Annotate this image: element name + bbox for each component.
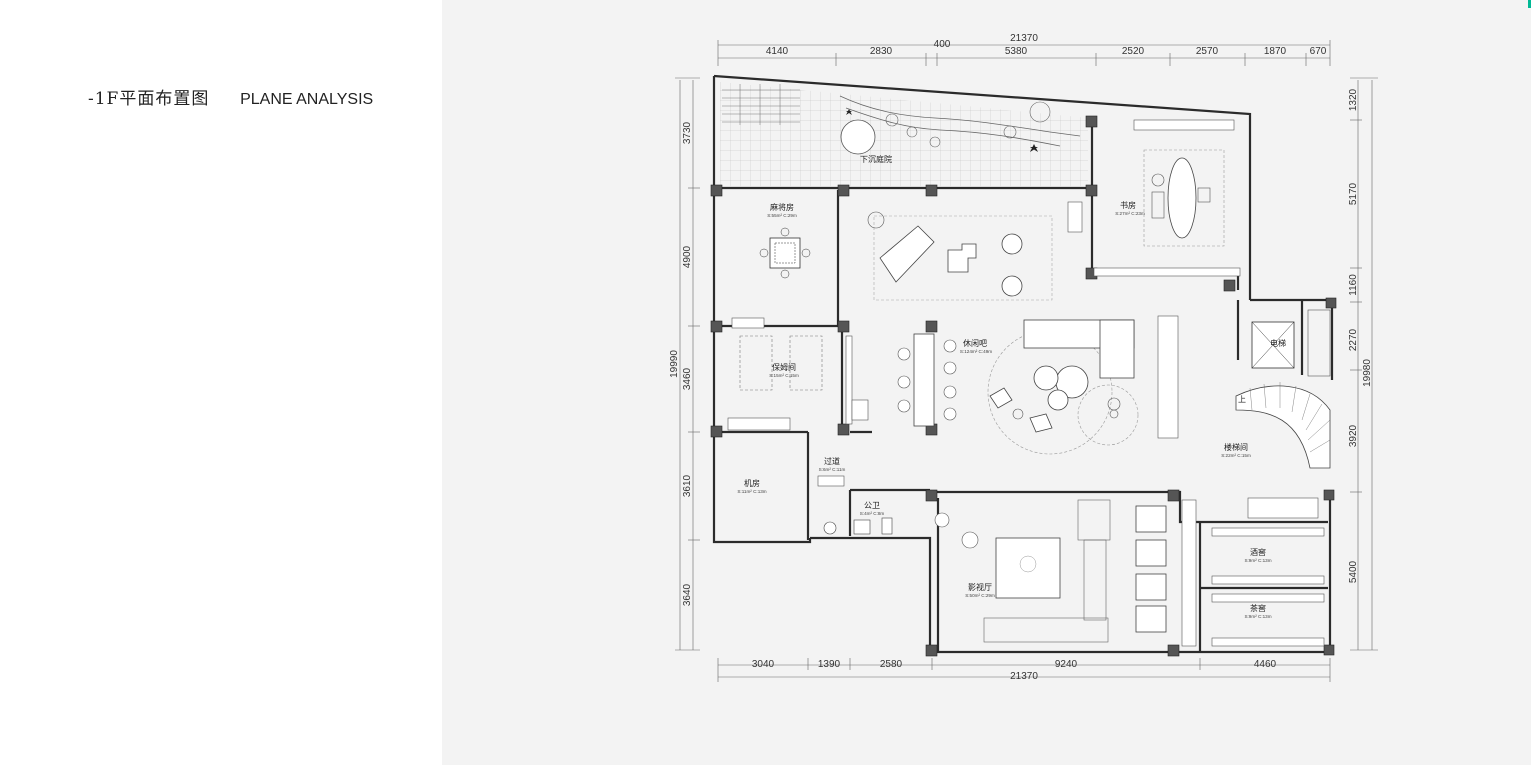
dim-bottom: 3040	[752, 659, 775, 670]
dim-bottom: 1390	[818, 659, 841, 670]
dim-top: 2520	[1122, 46, 1145, 57]
room-label-elevator: 电梯	[1270, 338, 1286, 348]
dim-right-total: 19980	[1362, 359, 1373, 387]
room-label-study: 书房	[1120, 200, 1136, 210]
dim-right: 2270	[1348, 328, 1359, 351]
dim-left: 3730	[682, 121, 693, 144]
theater-room: 影视厅 S:50m² C:29m	[934, 499, 1197, 647]
room-label-machine: 机房	[744, 478, 760, 488]
room-label-corridor: 过道	[824, 456, 840, 466]
dim-top: 400	[934, 39, 951, 50]
room-label-tea: 茶窖	[1250, 603, 1266, 613]
floor-plan-drawing: 21370 4140 2830 400 5380 2520 2570 1870 …	[669, 33, 1378, 682]
room-label-sunken-garden: 下沉庭院	[860, 154, 892, 164]
dim-top: 2830	[870, 46, 893, 57]
service-area: 过道 S:6m² C:11m 机房 S:11m² C:13m 公卫 S:4m² …	[737, 456, 893, 535]
dim-top: 5380	[1005, 46, 1028, 57]
study-room: 书房 S:27m² C:23m	[1093, 119, 1241, 277]
elevator-stair: 电梯 上 楼梯间 S:22m² C:15m	[1221, 309, 1331, 519]
dim-top: 1870	[1264, 46, 1287, 57]
room-label-staircase: 楼梯间	[1224, 442, 1248, 452]
dim-right: 5400	[1348, 560, 1359, 583]
room-area-toilet: S:4m² C:8m	[860, 511, 885, 516]
dim-right: 5170	[1348, 182, 1359, 205]
dimension-labels: 21370 4140 2830 400 5380 2520 2570 1870 …	[669, 33, 1373, 682]
floor-plan-panel: 21370 4140 2830 400 5380 2520 2570 1870 …	[442, 0, 1531, 765]
dim-left: 3610	[682, 474, 693, 497]
lounge-seating-upper	[867, 201, 1083, 301]
sunken-garden: 下沉庭院	[720, 82, 1088, 186]
dimension-lines	[675, 40, 1378, 682]
room-area-mahjong: S:55m² C:29m	[767, 213, 797, 218]
dim-left: 3640	[682, 583, 693, 606]
page-title: -1F平面布置图 PLANE ANALYSIS	[88, 84, 373, 109]
room-label-nanny: 保姆间	[772, 362, 796, 372]
dim-right: 3920	[1348, 424, 1359, 447]
dim-right: 1320	[1348, 88, 1359, 111]
dim-bottom: 9240	[1055, 659, 1078, 670]
dim-top-total: 21370	[1010, 33, 1038, 44]
room-area-nanny: S:15m² C:15m	[769, 373, 799, 378]
room-area-corridor: S:6m² C:11m	[819, 467, 846, 472]
dim-bottom: 2580	[880, 659, 903, 670]
title-cn: -1F平面布置图	[88, 89, 210, 109]
dim-bottom-total: 21370	[1010, 671, 1038, 682]
dim-top: 2570	[1196, 46, 1219, 57]
room-label-wine: 酒窖	[1250, 547, 1266, 557]
dim-left: 4900	[682, 245, 693, 268]
mahjong-room: 麻将房 S:55m² C:29m	[731, 202, 811, 329]
stair-up-label: 上	[1238, 395, 1246, 404]
room-area-tea: S:9m² C:13m	[1244, 614, 1271, 619]
title-panel: -1F平面布置图 PLANE ANALYSIS	[0, 0, 442, 765]
title-en: PLANE ANALYSIS	[240, 91, 374, 108]
room-area-study: S:27m² C:23m	[1115, 211, 1145, 216]
dim-top: 670	[1310, 46, 1327, 57]
dim-right: 1160	[1348, 274, 1359, 296]
dim-left-total: 19990	[669, 350, 680, 378]
room-area-wine: S:9m² C:13m	[1244, 558, 1271, 563]
dim-left: 3460	[682, 367, 693, 390]
room-label-lounge: 休闲吧	[963, 338, 987, 348]
dim-top: 4140	[766, 46, 789, 57]
room-label-mahjong: 麻将房	[770, 202, 794, 212]
lounge-bar: 休闲吧 S:124m² C:49m	[897, 315, 1179, 455]
room-area-theater: S:50m² C:29m	[965, 593, 995, 598]
cellars: 酒窖 S:9m² C:13m 茶窖 S:9m² C:13m	[1211, 527, 1325, 647]
room-label-toilet: 公卫	[864, 501, 880, 510]
nanny-room: 保姆间 S:15m² C:15m	[727, 335, 869, 431]
columns	[710, 115, 1337, 657]
room-area-machine: S:11m² C:13m	[737, 489, 766, 494]
room-area-lounge: S:124m² C:49m	[960, 349, 992, 354]
dim-bottom: 4460	[1254, 659, 1277, 670]
room-label-theater: 影视厅	[968, 582, 992, 592]
accent-marker	[1528, 0, 1531, 8]
room-area-staircase: S:22m² C:15m	[1221, 453, 1251, 458]
